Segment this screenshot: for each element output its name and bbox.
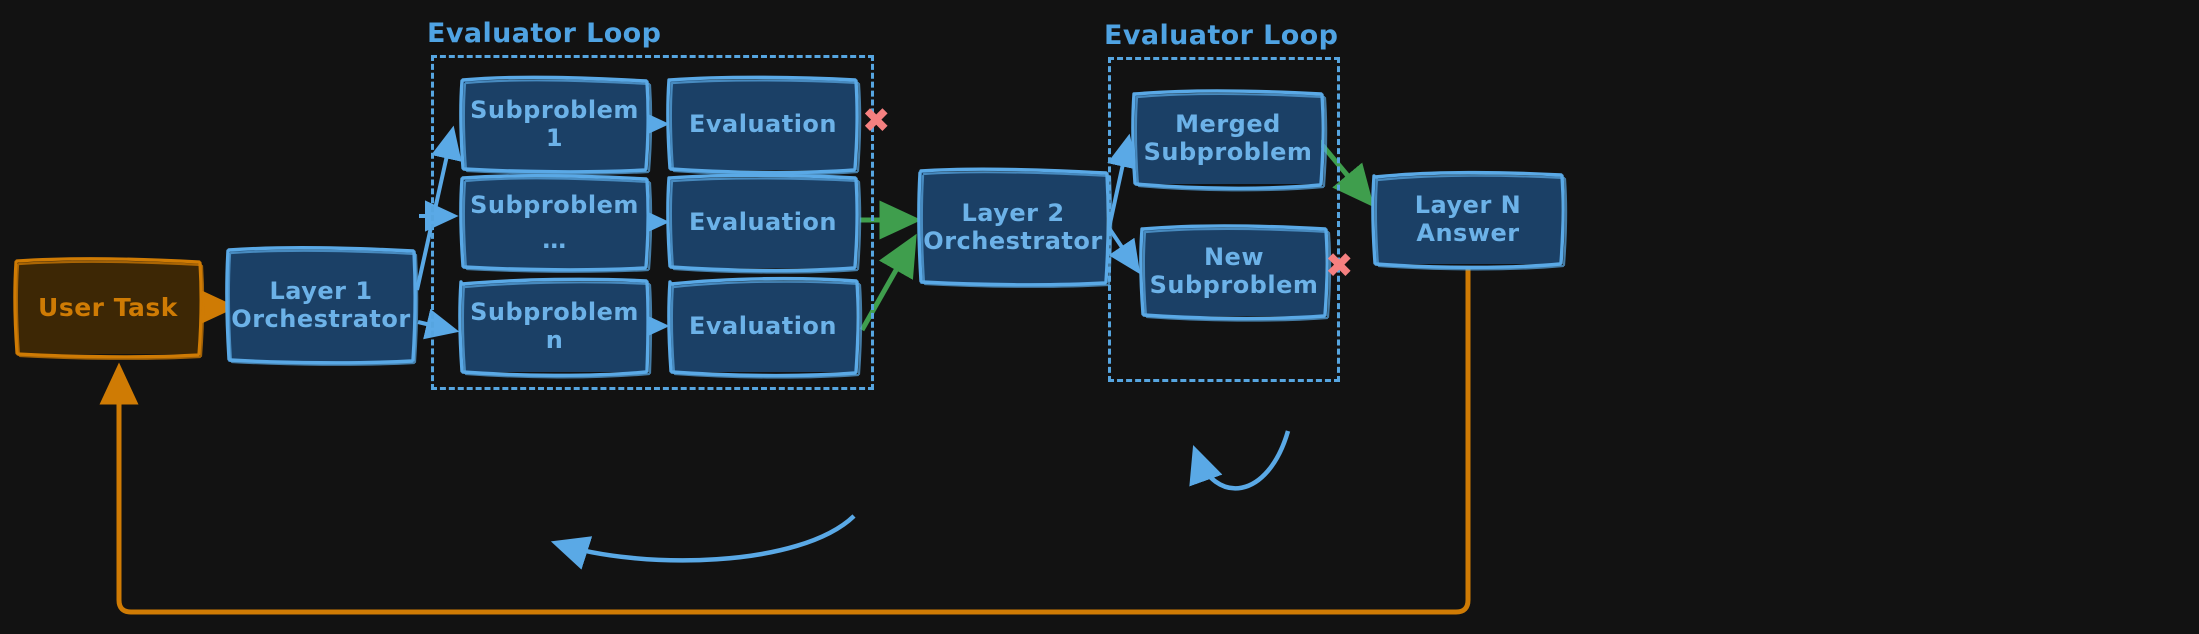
edge-loop2-retry — [1189, 430, 1291, 491]
node-label: Subproblem … — [470, 191, 639, 254]
node-new-subproblem[interactable]: New Subproblem — [1139, 224, 1332, 322]
node-label: Subproblem n — [470, 298, 639, 354]
reject-x-icon-new-subproblem: ✖ — [1325, 246, 1354, 286]
node-evaluation-1[interactable]: Evaluation — [666, 75, 862, 176]
node-label: Evaluation — [688, 110, 837, 139]
node-label: Evaluation — [688, 208, 837, 237]
group-label-evaluator-loop-1: Evaluator Loop — [427, 18, 662, 49]
node-subproblem-dots[interactable]: Subproblem … — [459, 174, 653, 273]
node-subproblem-1[interactable]: Subproblem 1 — [459, 75, 653, 175]
edge-loop1-retry — [550, 514, 856, 570]
node-label: User Task — [38, 292, 178, 322]
node-user-task[interactable]: User Task — [13, 257, 205, 360]
group-label-evaluator-loop-2: Evaluator Loop — [1104, 20, 1339, 51]
node-merged-subproblem[interactable]: Merged Subproblem — [1131, 89, 1328, 192]
node-label: Layer N Answer — [1414, 191, 1522, 247]
node-label: Subproblem 1 — [470, 96, 639, 152]
node-label: Layer 2 Orchestrator — [923, 199, 1103, 255]
node-subproblem-n[interactable]: Subproblem n — [458, 277, 653, 379]
node-label: Merged Subproblem — [1143, 110, 1313, 166]
node-evaluation-n[interactable]: Evaluation — [667, 276, 863, 379]
node-layer-n-answer[interactable]: Layer N Answer — [1371, 170, 1568, 271]
node-layer-1-orchestrator[interactable]: Layer 1 Orchestrator — [225, 246, 419, 366]
node-label: New Subproblem — [1149, 243, 1319, 299]
node-layer-2-orchestrator[interactable]: Layer 2 Orchestrator — [917, 167, 1113, 288]
reject-x-icon-evaluation-1: ✖ — [862, 101, 891, 141]
node-label: Evaluation — [688, 312, 837, 341]
node-label: Layer 1 Orchestrator — [231, 277, 411, 333]
node-evaluation-2[interactable]: Evaluation — [666, 173, 862, 274]
